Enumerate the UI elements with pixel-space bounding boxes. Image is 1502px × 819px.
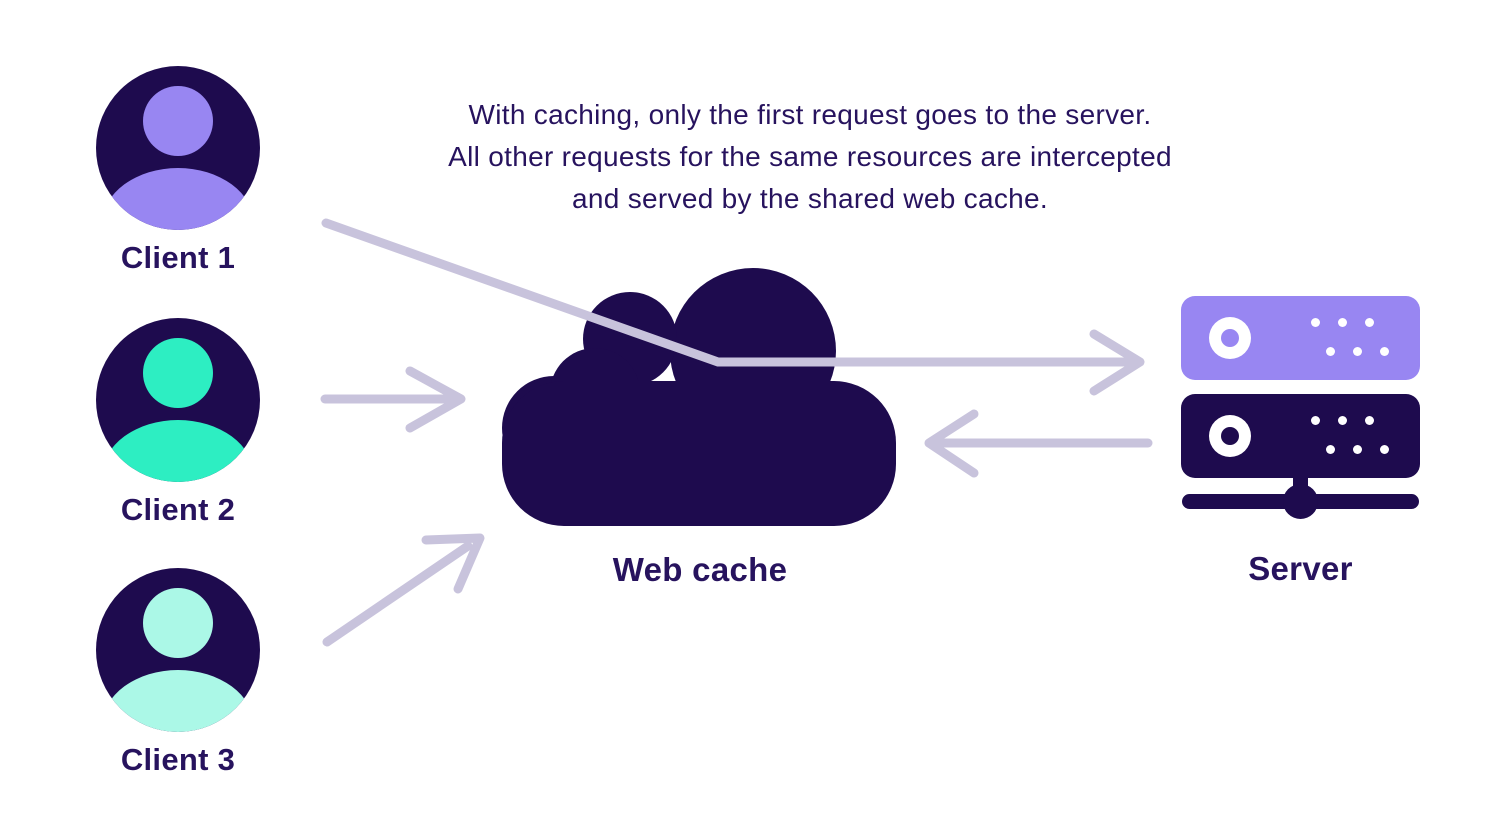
client-1: Client 1 (96, 66, 260, 276)
person-shoulders (102, 670, 254, 732)
person-head (143, 338, 213, 408)
person-shoulders (102, 420, 254, 482)
rack-led-icon (1209, 415, 1251, 457)
person-icon (96, 66, 260, 230)
person-shoulders (102, 168, 254, 230)
client-2-label: Client 2 (120, 492, 236, 527)
caption-line-1: With caching, only the first request goe… (468, 99, 1152, 130)
client-3-label: Client 3 (120, 742, 236, 777)
person-icon (96, 568, 260, 732)
rack-dots (1311, 318, 1374, 327)
dot-icon (1353, 347, 1362, 356)
dot-icon (1380, 347, 1389, 356)
caption-line-2: All other requests for the same resource… (448, 141, 1172, 172)
cloud-icon (502, 268, 896, 526)
dot-icon (1326, 347, 1335, 356)
rack-dots (1311, 416, 1374, 425)
server-stand-icon (1181, 476, 1420, 538)
stand-node (1283, 484, 1318, 519)
web-cache: Web cache (500, 263, 900, 589)
dot-icon (1365, 416, 1374, 425)
person-head (143, 588, 213, 658)
client3-to-cache-arrow (322, 533, 485, 647)
dot-icon (1365, 318, 1374, 327)
dot-icon (1311, 318, 1320, 327)
server-label: Server (1248, 550, 1353, 587)
server-rack-bottom-icon (1181, 394, 1420, 478)
rack-led-icon (1209, 317, 1251, 359)
rack-dots (1326, 347, 1389, 356)
dot-icon (1338, 318, 1347, 327)
caption: With caching, only the first request goe… (400, 94, 1220, 220)
caption-line-3: and served by the shared web cache. (572, 183, 1048, 214)
dot-icon (1353, 445, 1362, 454)
dot-icon (1311, 416, 1320, 425)
server-to-cache-arrow (924, 409, 1153, 478)
server: Server (1181, 296, 1420, 588)
dot-icon (1326, 445, 1335, 454)
person-icon (96, 318, 260, 482)
person-head (143, 86, 213, 156)
dot-icon (1380, 445, 1389, 454)
client-1-label: Client 1 (120, 240, 236, 275)
rack-dots (1326, 445, 1389, 454)
web-cache-label: Web cache (612, 551, 788, 588)
dot-icon (1338, 416, 1347, 425)
client2-to-cache-arrow (320, 366, 466, 433)
server-rack-top-icon (1181, 296, 1420, 380)
client-2: Client 2 (96, 318, 260, 528)
client-3: Client 3 (96, 568, 260, 778)
